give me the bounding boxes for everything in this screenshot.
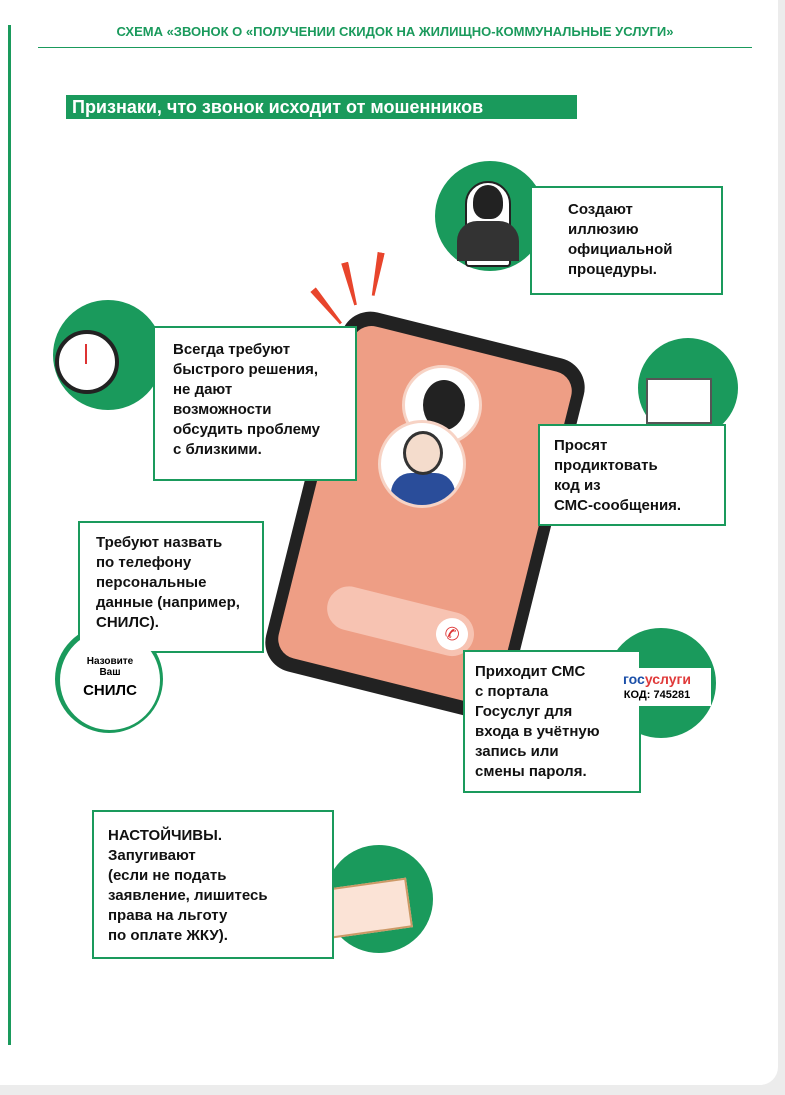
scheme-header: СХЕМА «ЗВОНОК О «ПОЛУЧЕНИИ СКИДОК НА ЖИЛ… — [38, 24, 752, 48]
left-rule — [8, 25, 11, 1045]
sign-personal-data: Требуют назвать по телефону персональные… — [78, 521, 264, 653]
snils-line3: СНИЛС — [83, 682, 137, 699]
gosuslugi-logo: услуги — [644, 671, 691, 687]
businessman-icon — [435, 161, 545, 271]
phone-hangup-icon: ✆ — [432, 614, 472, 654]
envelope-icon — [638, 338, 738, 438]
section-title: Признаки, что звонок исходит от мошенник… — [66, 95, 577, 119]
stopwatch-icon — [53, 300, 163, 410]
sign-pressure: НАСТОЙЧИВЫ. Запугивают (если не подать з… — [92, 810, 334, 959]
sign-official-procedure: Создают иллюзию официальной процедуры. — [530, 186, 723, 295]
money-icon — [297, 845, 433, 953]
snils-line2: Ваш — [99, 667, 121, 678]
decline-slider: ✆ — [322, 581, 479, 661]
gosuslugi-logo: гос — [623, 671, 645, 687]
sms-code: КОД: 745281 — [623, 689, 691, 701]
sign-sms-code: Просят продиктовать код из СМС-сообщения… — [538, 424, 726, 526]
sign-gosuslugi-sms: Приходит СМС с портала Госуслуг для вход… — [463, 650, 641, 793]
sign-urgency: Всегда требуют быстрого решения, не дают… — [153, 326, 357, 481]
victim-avatar — [378, 420, 466, 508]
snils-line1: Назовите — [86, 656, 134, 667]
gosuslugi-card: госуслуги КОД: 745281 — [603, 668, 711, 706]
snils-badge: Назовите Ваш СНИЛС — [60, 630, 160, 730]
